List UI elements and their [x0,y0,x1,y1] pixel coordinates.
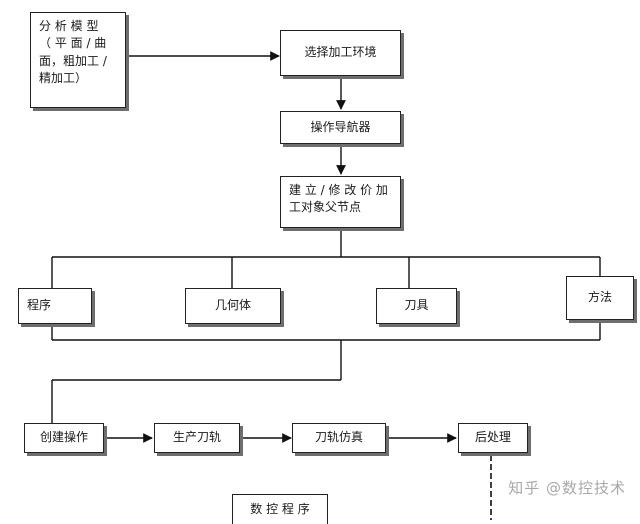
analysis-line-1: 分 析 模 型 [39,19,99,33]
tool-box: 刀具 [376,288,457,324]
navigator-box: 操作导航器 [280,111,401,144]
post-label: 后处理 [474,430,511,445]
select-env-box: 选择加工环境 [280,30,401,76]
gen-path-box: 生产刀轨 [154,423,240,453]
sim-label: 刀轨仿真 [314,430,363,445]
parent-node-line-2: 工对象父节点 [289,200,362,215]
nc-program-label: 数 控 程 序 [250,501,310,516]
analysis-model-box: 分 析 模 型 （ 平 面 / 曲 面，粗加工 / 精加工） [30,12,126,108]
analysis-line-4: 精加工） [39,71,88,86]
create-op-box: 创建操作 [24,423,104,453]
method-label: 方法 [587,290,612,305]
gen-path-label: 生产刀轨 [172,430,221,445]
geometry-label: 几何体 [214,298,251,313]
watermark: 知乎 @数控技术 [508,479,626,497]
select-env-label: 选择加工环境 [304,45,377,60]
program-box: 程序 [18,288,92,324]
sim-box: 刀轨仿真 [292,423,386,453]
parent-node-box: 建 立 / 修 改 价 加 工对象父节点 [280,176,401,228]
analysis-line-3: 面，粗加工 / [39,53,107,68]
create-op-label: 创建操作 [39,430,88,445]
tool-label: 刀具 [404,298,429,313]
program-label: 程序 [27,298,52,313]
post-box: 后处理 [458,423,528,453]
method-box: 方法 [566,276,634,320]
parent-node-line-1: 建 立 / 修 改 价 加 [289,183,388,197]
analysis-line-2: （ 平 面 / 曲 [39,36,107,51]
geometry-box: 几何体 [185,288,281,324]
navigator-label: 操作导航器 [310,119,371,134]
nc-program-box: 数 控 程 序 [232,494,328,524]
